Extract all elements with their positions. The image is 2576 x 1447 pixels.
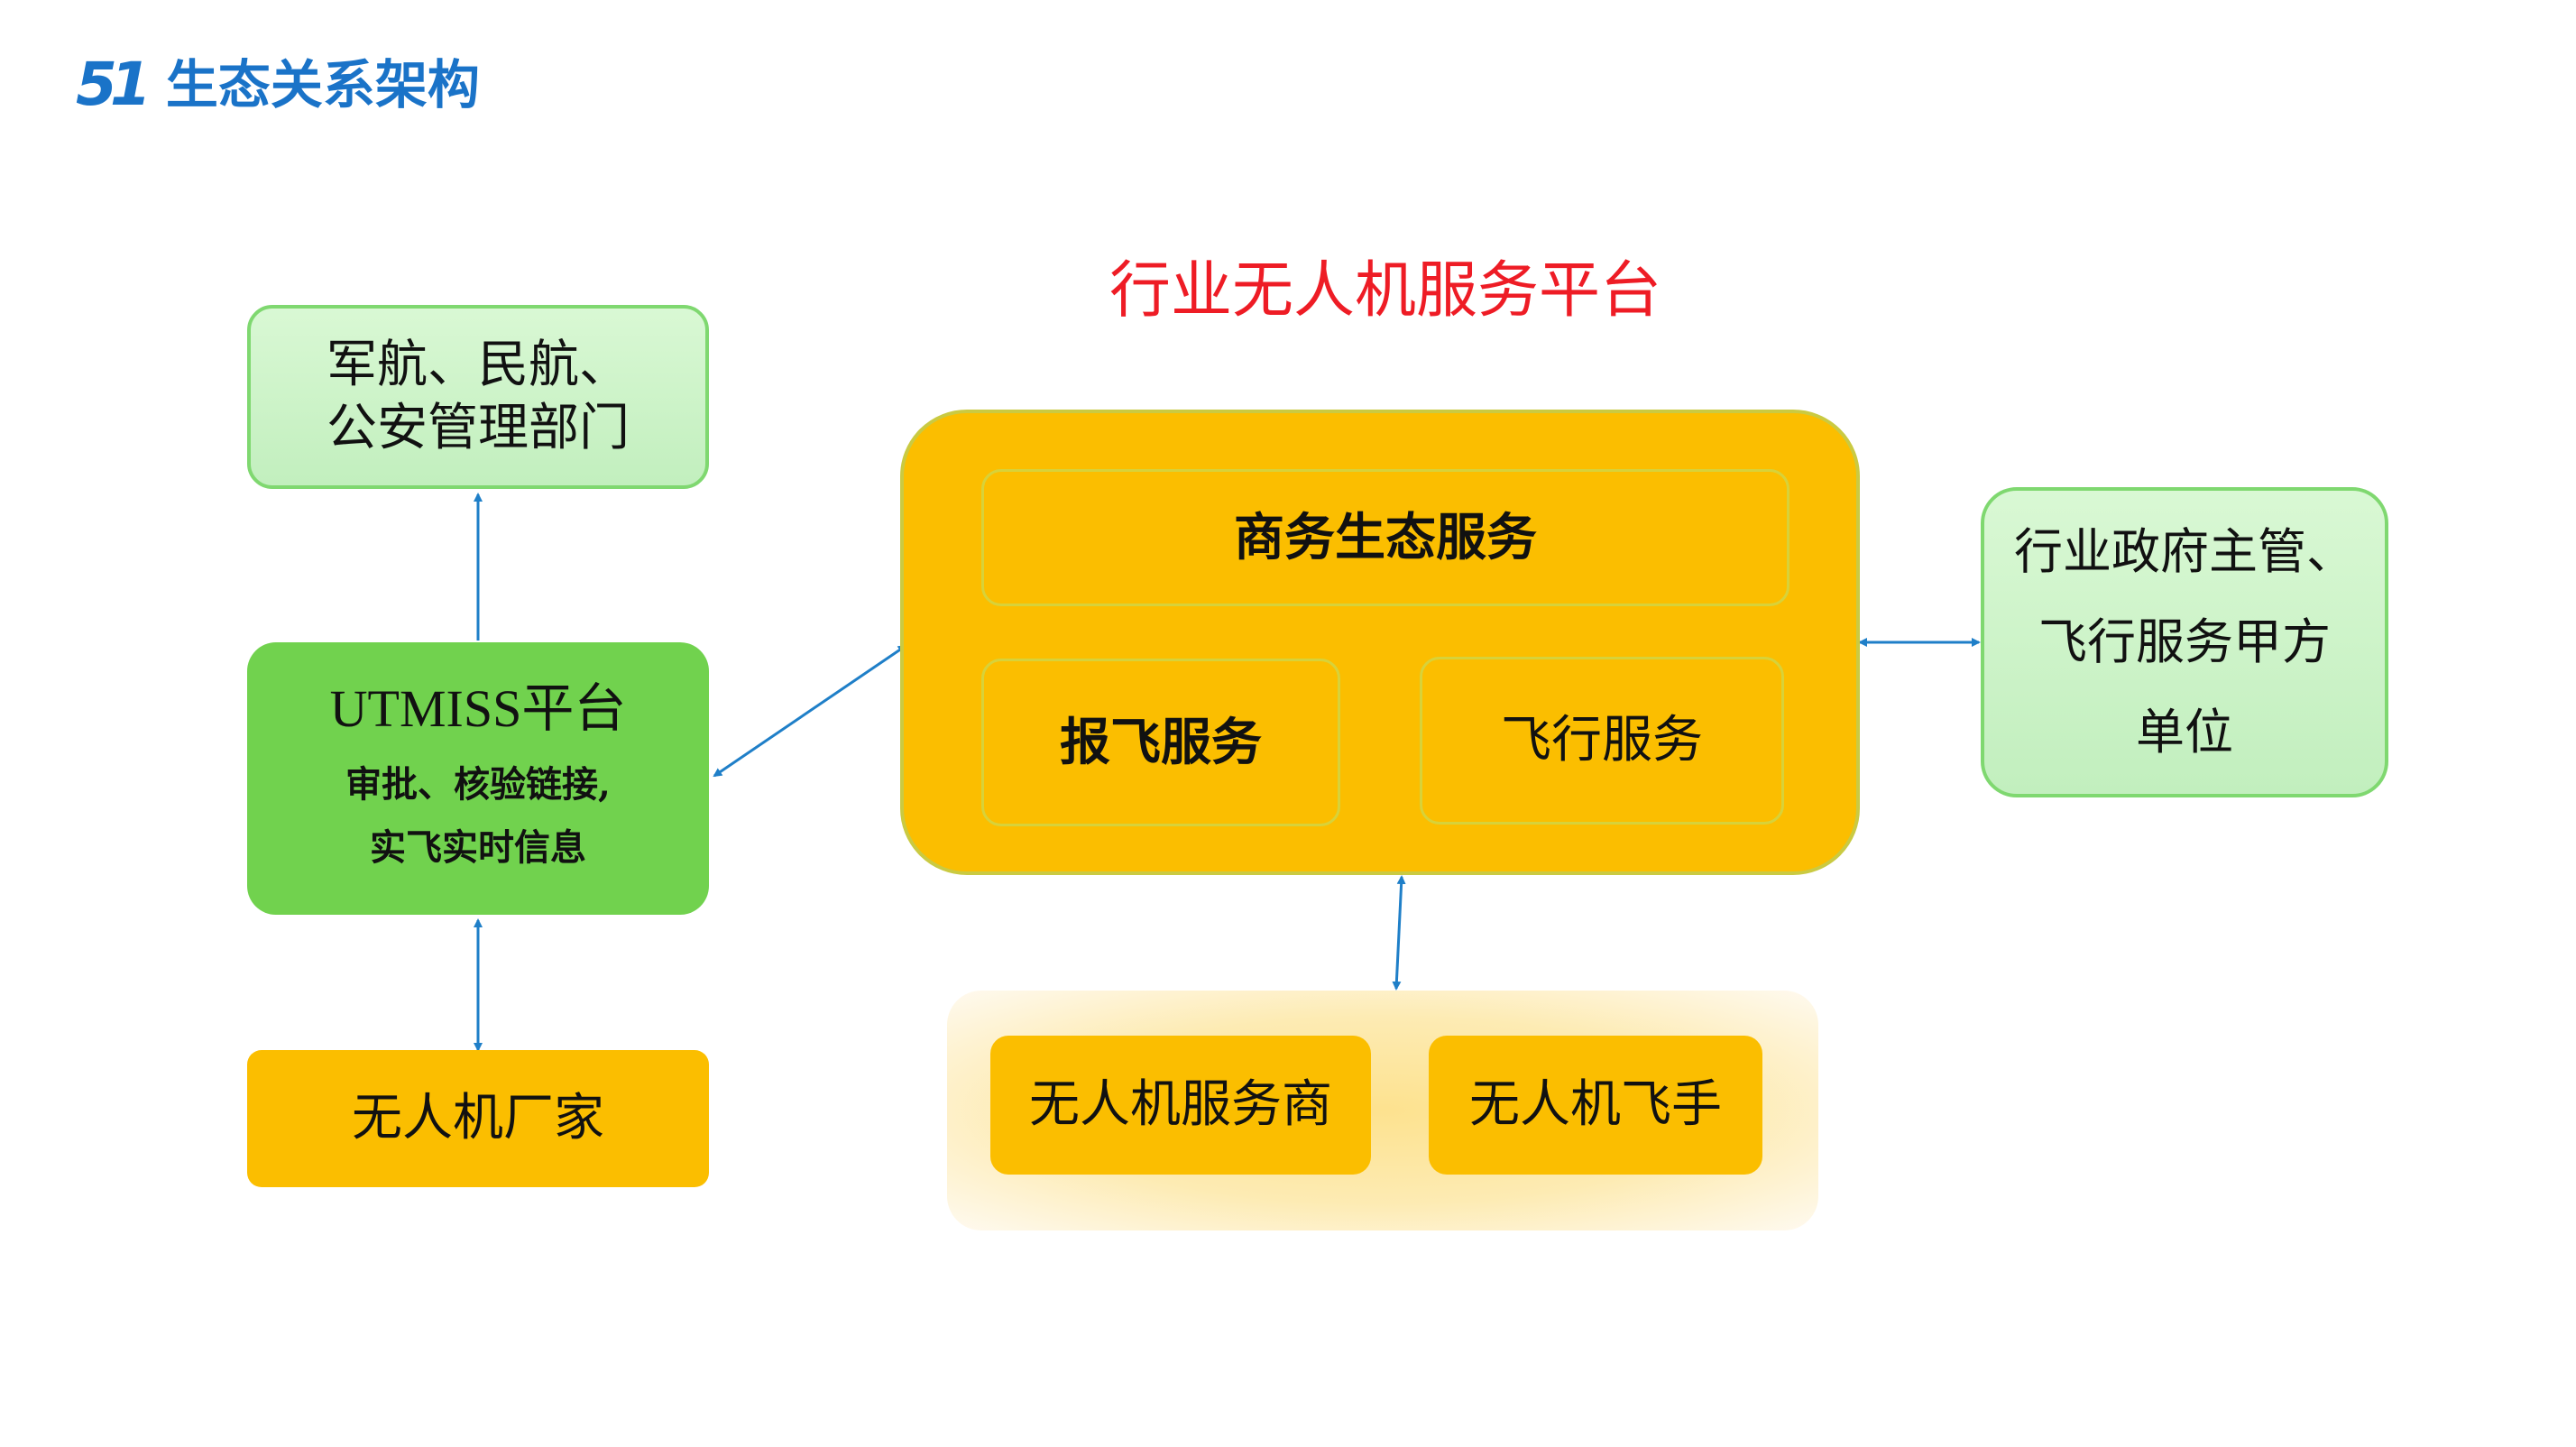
authorities-line2: 公安管理部门 bbox=[327, 399, 630, 457]
arrow-platform-bottom bbox=[1392, 875, 1406, 991]
utmiss-title: UTMISS平台 bbox=[329, 679, 627, 739]
pilot-box: 无人机飞手 bbox=[1429, 1036, 1762, 1175]
page-title: 生态关系架构 bbox=[165, 54, 480, 115]
authorities-line1: 军航、民航、 bbox=[327, 336, 630, 394]
government-line3: 单位 bbox=[2136, 703, 2233, 760]
page-header: 51 生态关系架构 bbox=[76, 49, 480, 121]
brand-logo: 51 bbox=[76, 50, 152, 119]
manufacturer-box: 无人机厂家 bbox=[247, 1050, 709, 1187]
service-provider-box: 无人机服务商 bbox=[990, 1036, 1371, 1175]
flight-service-box: 飞行服务 bbox=[1420, 657, 1784, 825]
government-line1: 行业政府主管、 bbox=[2014, 523, 2355, 581]
utmiss-line2: 实飞实时信息 bbox=[370, 825, 586, 869]
report-flight-service-box: 报飞服务 bbox=[981, 659, 1340, 826]
authorities-box: 军航、民航、 公安管理部门 bbox=[247, 305, 709, 489]
report-flight-service-label: 报飞服务 bbox=[1060, 713, 1262, 772]
utmiss-platform-box: UTMISS平台 审批、核验链接, 实飞实时信息 bbox=[247, 642, 709, 915]
manufacturer-label: 无人机厂家 bbox=[352, 1089, 604, 1147]
utmiss-line1: 审批、核验链接, bbox=[345, 762, 611, 806]
government-line2: 飞行服务甲方 bbox=[2038, 613, 2331, 671]
government-box: 行业政府主管、 飞行服务甲方 单位 bbox=[1981, 487, 2388, 797]
service-provider-label: 无人机服务商 bbox=[1029, 1075, 1332, 1134]
business-ecosystem-service-label: 商务生态服务 bbox=[1234, 508, 1537, 567]
business-ecosystem-service-box: 商务生态服务 bbox=[981, 469, 1789, 606]
platform-title: 行业无人机服务平台 bbox=[1109, 255, 1661, 327]
arrow-utmiss-platform bbox=[713, 644, 907, 778]
pilot-label: 无人机飞手 bbox=[1469, 1075, 1722, 1134]
flight-service-label: 飞行服务 bbox=[1501, 711, 1703, 770]
